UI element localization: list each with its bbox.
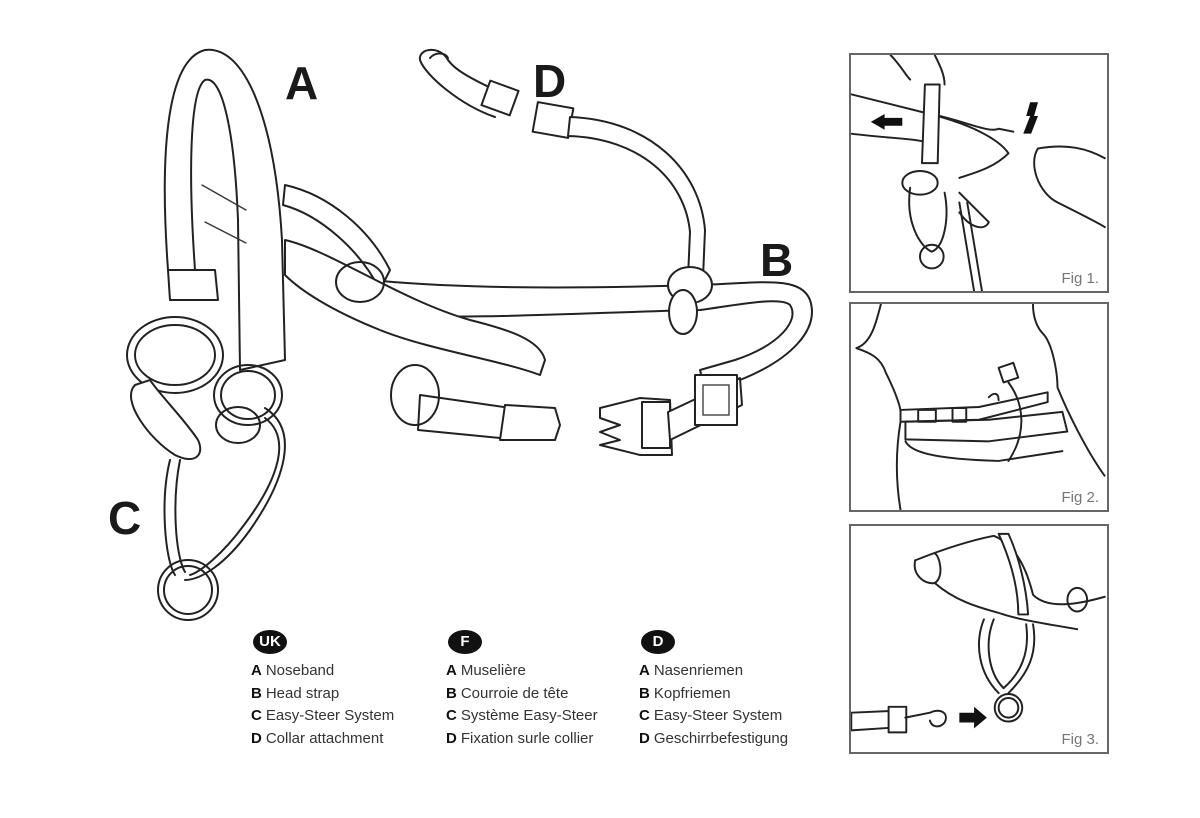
part-label-d: D <box>533 55 567 107</box>
fig-2-illustration <box>855 304 1106 510</box>
figure-2-panel: Fig 2. <box>849 302 1109 512</box>
legend-key: C <box>251 707 262 724</box>
fig-3-caption: Fig 3. <box>1061 731 1099 748</box>
part-label-a: A <box>285 57 319 109</box>
legend-text: Système Easy-Steer <box>460 707 598 724</box>
collar-attachment <box>418 48 713 335</box>
nose-pad <box>129 379 202 460</box>
fig-2-caption: Fig 2. <box>1061 489 1099 506</box>
legend-key: A <box>639 662 650 679</box>
arrow-left-icon <box>870 114 903 130</box>
legend-text: Easy-Steer System <box>265 707 395 724</box>
language-badge-uk: UK <box>253 630 287 654</box>
legend-key: B <box>446 684 457 702</box>
fig-1-caption: Fig 1. <box>1061 270 1099 287</box>
legend-text: Muselière <box>460 662 526 679</box>
legend-text: Easy-Steer System <box>653 707 783 724</box>
side-release-buckle <box>417 374 743 456</box>
figure-3-panel: Fig 3. <box>849 524 1109 754</box>
legend-text: Noseband <box>265 662 335 679</box>
legend-text: Courroie de tête <box>460 684 569 702</box>
legend-key: A <box>251 662 262 679</box>
part-label-c: C <box>108 492 142 544</box>
legend-text: Head strap <box>265 684 340 702</box>
head-strap <box>282 184 813 391</box>
fig-3-illustration <box>851 532 1106 734</box>
legend-text: Nasenriemen <box>653 662 744 679</box>
legend-key: D <box>639 729 650 747</box>
legend-key: C <box>639 707 650 724</box>
legend-key: D <box>446 729 457 747</box>
part-label-b: B <box>760 234 794 286</box>
language-badge-d: D <box>641 630 675 654</box>
figure-1-panel: Fig 1. <box>849 53 1109 293</box>
arrow-right-icon <box>959 706 987 729</box>
easy-steer-loop <box>157 407 286 621</box>
legend-key: B <box>639 684 650 702</box>
arrow-up-icon <box>1023 102 1038 134</box>
legend-key: D <box>251 729 262 747</box>
noseband-strap <box>163 48 286 371</box>
legend-key: C <box>446 707 457 724</box>
o-rings <box>126 261 440 444</box>
legend-text: Geschirrbefestigung <box>653 729 789 747</box>
legend-key: A <box>446 662 457 679</box>
legend-key: B <box>251 684 262 702</box>
fig-1-illustration <box>851 55 1106 291</box>
language-badge-f: F <box>448 630 482 654</box>
legend-text: Collar attachment <box>265 729 384 747</box>
legend-text: Kopfriemen <box>653 684 731 702</box>
legend-text: Fixation surle collier <box>460 729 594 747</box>
head-halter-illustration <box>126 48 813 621</box>
